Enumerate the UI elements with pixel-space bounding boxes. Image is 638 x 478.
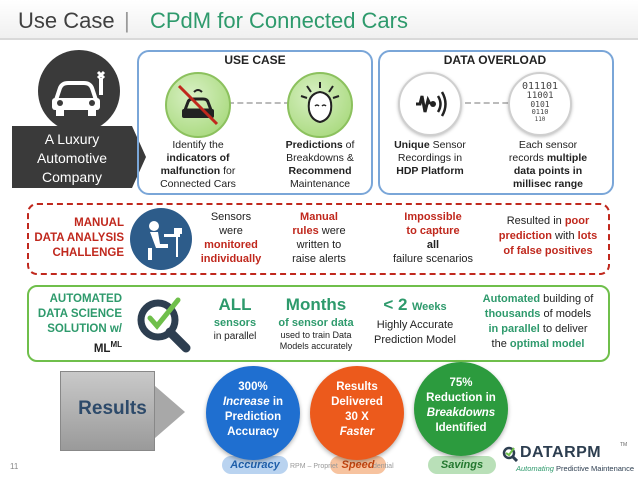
savings-circle: 75% Reduction in Breakdowns Identified [414,362,508,456]
head-brain-icon [287,72,353,138]
company-label: A Luxury Automotive Company [12,126,132,188]
manual-label: MANUAL DATA ANALYSIS CHALLENGE [34,217,124,259]
data-overload-item-1: Unique Sensor Recordings in HDP Platform [394,139,466,177]
no-car-icon [165,72,231,138]
accuracy-pill: Accuracy [222,456,288,474]
use-case-item-1: Identify the indicators of malfunction f… [160,139,236,190]
results-label: Results [78,398,147,419]
manual-col-1: Sensors were monitored individually [200,211,262,265]
car-wrench-icon [38,50,120,132]
binary-data-icon: 011101 11001 0101 0110 110 [508,72,572,136]
speed-pill: Speed [330,456,386,474]
title-bar [0,0,638,40]
results-arrow [155,386,185,438]
automated-label: AUTOMATED DATA SCIENCE SOLUTION w/ MLML [37,293,122,355]
automated-col-3: < 2 Weeks Highly Accurate Prediction Mod… [374,295,456,346]
automated-solution-section [27,285,610,362]
datarpm-logo-icon [502,446,519,463]
page-subtitle: CPdM for Connected Cars [150,8,408,33]
company-tab-arrow [132,126,146,188]
dashed-connector-2 [465,102,527,104]
speed-circle: Results Delivered 30 X Faster [310,366,404,460]
magnifier-check-icon [130,292,196,358]
brand-tagline: Automating Predictive Maintenance [516,464,635,473]
confidential-text-right: dential [373,463,394,470]
person-at-desk-icon [130,208,192,270]
page-title: Use Case [18,8,115,33]
use-case-section [137,50,373,195]
dashed-connector [228,102,290,104]
automated-col-1: ALL sensors in parallel [213,295,257,342]
confidential-text-left: RPM – Propriet [290,463,338,470]
manual-col-2: Manual rules were written to raise alert… [292,211,346,265]
sensor-signal-icon [398,72,462,136]
results-box [60,371,155,451]
use-case-heading: USE CASE [212,53,298,67]
page-number: 11 [10,462,19,471]
brand-name: DATARPM [520,444,602,461]
use-case-item-2: Predictions of Breakdowns & Recommend Ma… [285,139,355,190]
savings-pill: Savings [428,456,496,474]
data-overload-item-2: Each sensor records multiple data points… [508,139,588,190]
brand-tm: TM [620,442,628,448]
manual-challenge-section [27,203,610,275]
automated-col-4: Automated building of thousands of model… [482,293,594,350]
automated-col-2: Months of sensor data used to train Data… [278,295,354,351]
title-separator: | [124,8,130,33]
accuracy-circle: 300% Increase in Prediction Accuracy [206,366,300,460]
data-overload-section [378,50,614,195]
manual-col-3: Impossible to capture all failure scenar… [392,211,474,265]
data-overload-heading: DATA OVERLOAD [435,53,555,67]
manual-col-4: Resulted in poor prediction with lots of… [498,215,598,257]
